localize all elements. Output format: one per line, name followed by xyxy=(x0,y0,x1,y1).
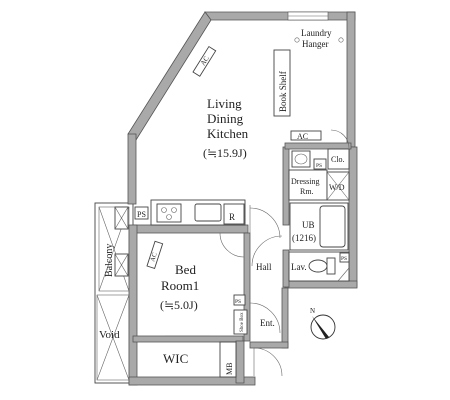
shoe-box-label: Shoe Box xyxy=(240,312,245,332)
mb-label: MB xyxy=(225,363,234,375)
toilet xyxy=(308,257,336,275)
clo-label: Clo. xyxy=(331,155,345,164)
bedroom-label-1: Bed xyxy=(175,262,196,277)
ps-label-lav: PS xyxy=(341,256,347,262)
fridge xyxy=(223,203,245,225)
ps-label-ent: PS xyxy=(235,299,241,305)
balcony-label: Balcony xyxy=(104,244,115,277)
bedroom-label-2: Room1 xyxy=(161,278,199,293)
laundry-hanger-icon xyxy=(294,37,300,43)
ac-unit-angled xyxy=(192,45,217,77)
book-shelf xyxy=(273,49,291,117)
dressing-label-1: Dressing xyxy=(291,177,319,186)
balcony-area xyxy=(94,202,134,384)
wd-label: W/D xyxy=(329,183,345,192)
bedroom-area-label: (≒5.0J) xyxy=(160,298,198,312)
washer-dryer xyxy=(326,171,350,201)
dressing-label-2: Rm. xyxy=(300,187,314,196)
north-arrow-icon xyxy=(310,314,336,340)
laundry-label-2: Hanger xyxy=(302,39,329,49)
ac-unit-bedroom xyxy=(146,240,164,270)
bath-label-1: UB xyxy=(302,220,315,230)
fridge-label: R xyxy=(229,212,235,222)
wic-label: WIC xyxy=(163,351,188,366)
living-area-label: (≒15.9J) xyxy=(203,146,247,160)
laundry-label-1: Laundry xyxy=(301,28,332,38)
top-window xyxy=(287,11,329,21)
unit-bath xyxy=(289,202,349,251)
ac-label-kitchen: AC xyxy=(297,132,308,141)
hall-label: Hall xyxy=(256,262,272,272)
wash-basin xyxy=(291,150,311,168)
ent-label: Ent. xyxy=(260,318,275,328)
dining-label: Dining xyxy=(207,111,244,126)
laundry-hanger-icon xyxy=(338,37,344,43)
ac-unit-kitchen xyxy=(290,130,322,141)
ac-label-bedroom: AC xyxy=(149,252,158,263)
lav-label: Lav. xyxy=(291,262,307,272)
void-label: Void xyxy=(99,329,120,341)
living-label: Living xyxy=(207,96,242,111)
north-label: N xyxy=(310,307,315,315)
book-shelf-label: Book Shelf xyxy=(278,71,288,112)
kitchen-label: Kitchen xyxy=(207,126,249,141)
bath-label-2: (1216) xyxy=(292,233,316,243)
ps-label-kitchen: PS xyxy=(137,210,146,219)
ps-label-wet: PS xyxy=(316,163,322,169)
